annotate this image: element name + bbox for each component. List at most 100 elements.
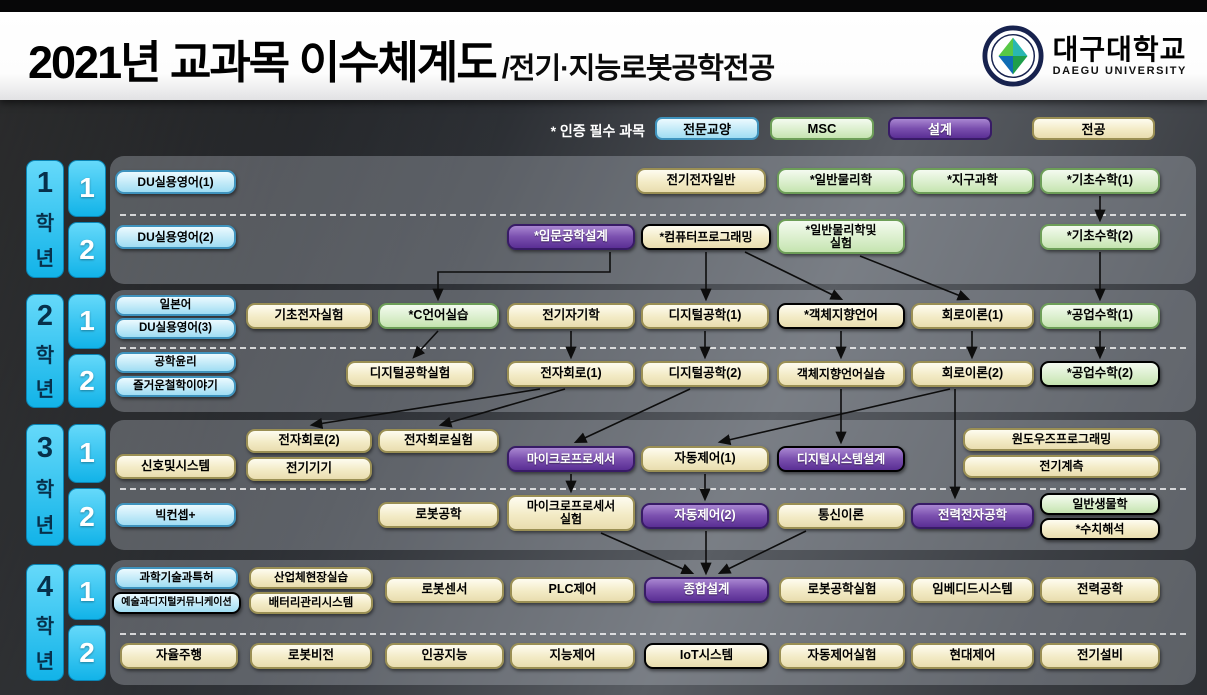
course-box: 마이크로프로세서 실험 [507, 495, 635, 531]
course-box: *기초수학(1) [1040, 168, 1160, 194]
legend-item-major: 전공 [1032, 117, 1155, 140]
year-number: 2 [36, 300, 54, 333]
course-box: 디지털시스템설계 [777, 446, 905, 472]
course-box: 객체지향언어실습 [777, 361, 905, 387]
semester-divider [120, 347, 1186, 349]
course-box: 전력전자공학 [911, 503, 1034, 529]
page-subtitle: /전기·지능로봇공학전공 [501, 53, 776, 85]
legend-note: * 인증 필수 과목 [550, 123, 645, 139]
course-box: 자동제어(2) [641, 503, 769, 529]
course-box: *컴퓨터프로그래밍 [641, 224, 771, 250]
semester-divider [120, 214, 1186, 216]
course-box: 회로이론(2) [911, 361, 1034, 387]
semester-divider [120, 633, 1186, 635]
year-char: 년 [35, 247, 55, 270]
course-box: 전기설비 [1040, 643, 1160, 669]
top-border-bar [0, 0, 1207, 12]
course-box: DU실용영어(1) [115, 170, 236, 194]
page-title: 2021년 교과목 이수체계도 [28, 37, 498, 88]
year-number: 4 [36, 571, 54, 603]
course-box: IoT시스템 [644, 643, 769, 669]
course-box: *일반물리학 [777, 168, 905, 194]
course-box: *C언어실습 [378, 303, 499, 329]
year-char: 학 [35, 616, 55, 638]
course-box: 전력공학 [1040, 577, 1160, 603]
year-number: 1 [36, 167, 54, 200]
course-box: 종합설계 [644, 577, 769, 603]
university-emblem-icon [982, 25, 1044, 87]
header: 2021년 교과목 이수체계도 /전기·지능로봇공학전공 대구대학교 DAEGU… [0, 12, 1207, 100]
course-box: 즐거운철학이야기 [115, 376, 236, 397]
course-box: 전기전자일반 [636, 168, 766, 194]
course-box: 로봇비전 [250, 643, 372, 669]
course-box: 디지털공학(1) [641, 303, 769, 329]
course-box: 빅컨셉+ [115, 503, 236, 527]
course-box: 일본어 [115, 295, 236, 316]
course-box: 전기기기 [246, 457, 372, 481]
course-box: 현대제어 [911, 643, 1034, 669]
course-box: 회로이론(1) [911, 303, 1034, 329]
year-number: 3 [36, 432, 54, 465]
course-box: *수치해석 [1040, 518, 1160, 540]
course-box: 임베디드시스템 [911, 577, 1034, 603]
course-box: 배터리관리시스템 [249, 592, 373, 614]
course-box: 디지털공학실험 [346, 361, 474, 387]
university-name-block: 대구대학교 DAEGU UNIVERSITY [1052, 34, 1187, 77]
semester-number: 1 [68, 564, 106, 620]
year-char: 년 [35, 514, 55, 537]
course-box: *일반물리학및 실험 [777, 219, 905, 254]
course-box: 전기자기학 [507, 303, 635, 329]
year-char: 년 [35, 378, 55, 401]
semester-number: 2 [68, 221, 106, 278]
semester-number: 1 [68, 294, 106, 349]
course-box: *지구과학 [911, 168, 1034, 194]
course-box: 디지털공학(2) [641, 361, 769, 387]
semester-number: 1 [68, 424, 106, 483]
course-box: 지능제어 [510, 643, 635, 669]
course-box: PLC제어 [510, 577, 635, 603]
year-char: 학 [35, 212, 55, 235]
course-box: 전자회로실험 [378, 429, 499, 453]
course-box: *공업수학(2) [1040, 361, 1160, 387]
course-box: 예술과디지털커뮤니케이션 [112, 592, 241, 614]
course-box: *기초수학(2) [1040, 224, 1160, 250]
course-box: 공학윤리 [115, 352, 236, 373]
course-box: 자동제어실험 [779, 643, 905, 669]
course-box: DU실용영어(3) [115, 318, 236, 339]
course-box: 마이크로프로세서 [507, 446, 635, 472]
university-name-en: DAEGU UNIVERSITY [1052, 64, 1187, 77]
course-box: 전기계측 [963, 455, 1160, 478]
course-box: 신호및시스템 [115, 454, 236, 479]
legend-item-msc: MSC [770, 117, 874, 140]
course-box: 산업체현장실습 [249, 567, 373, 589]
semester-number: 2 [68, 625, 106, 681]
course-box: 인공지능 [385, 643, 504, 669]
course-box: 일반생물학 [1040, 493, 1160, 515]
course-box: DU실용영어(2) [115, 225, 236, 249]
year-char: 학 [35, 344, 55, 367]
course-box: 통신이론 [777, 503, 905, 529]
university-name: 대구대학교 [1052, 34, 1187, 66]
year-char: 학 [35, 478, 55, 501]
course-box: 로봇공학실험 [779, 577, 905, 603]
university-logo: 대구대학교 DAEGU UNIVERSITY [982, 25, 1187, 87]
semester-divider [120, 488, 1186, 490]
course-box: *입문공학설계 [507, 224, 635, 250]
legend-item-design: 설계 [888, 117, 992, 140]
course-box: 자율주행 [120, 643, 238, 669]
course-box: 원도우즈프로그래밍 [963, 428, 1160, 451]
course-box: 로봇공학 [378, 502, 499, 528]
year-char: 년 [35, 651, 55, 673]
